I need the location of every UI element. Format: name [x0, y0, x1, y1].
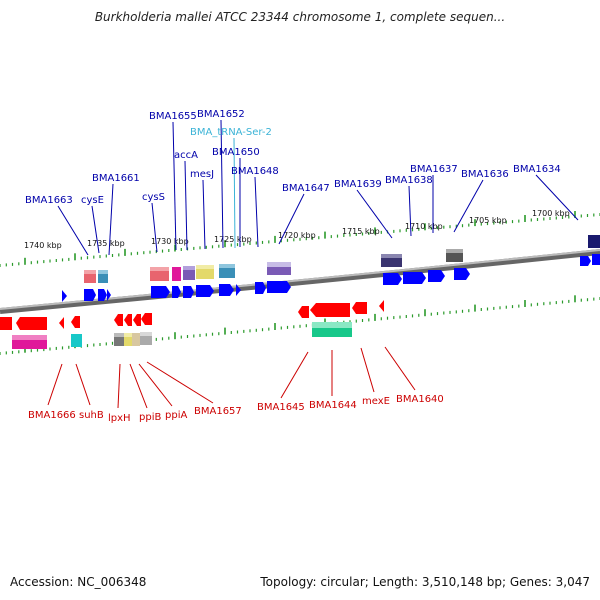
gene-label-forward[interactable]: BMA1661: [92, 173, 140, 184]
gene-label-reverse[interactable]: BMA1657: [194, 406, 242, 417]
gene-label-reverse[interactable]: BMA1666: [28, 410, 76, 421]
ruler-label: 1715 kbp: [342, 227, 380, 236]
gene-label-forward[interactable]: accA: [174, 150, 198, 161]
forward-feature-boxes: [84, 235, 600, 283]
gene-label-forward[interactable]: cysS: [142, 192, 165, 203]
gene-label-forward[interactable]: mesJ: [190, 169, 214, 180]
forward-gene-arrows: [62, 254, 600, 302]
gene-label-reverse[interactable]: mexE: [362, 396, 390, 407]
gene-label-forward[interactable]: BMA1637: [410, 164, 458, 175]
ruler-label: 1730 kbp: [151, 237, 189, 246]
genome-summary-text: Topology: circular; Length: 3,510,148 bp…: [260, 575, 590, 589]
gene-label-forward[interactable]: BMA1663: [25, 195, 73, 206]
gene-label-forward[interactable]: BMA1648: [231, 166, 279, 177]
reverse-feature-boxes: [12, 322, 352, 349]
gene-label-trna[interactable]: BMA_tRNA-Ser-2: [190, 127, 272, 138]
ruler-label: 1725 kbp: [214, 235, 252, 244]
gene-label-reverse[interactable]: suhB: [79, 410, 104, 421]
gene-label-reverse[interactable]: BMA1640: [396, 394, 444, 405]
reverse-gene-arrows: [0, 300, 384, 330]
map-title: Burkholderia mallei ATCC 23344 chromosom…: [94, 10, 506, 24]
ruler-label: 1720 kbp: [278, 231, 316, 240]
gene-label-forward[interactable]: BMA1647: [282, 183, 330, 194]
gene-label-forward[interactable]: BMA1634: [513, 164, 561, 175]
ruler-label: 1705 kbp: [469, 216, 507, 225]
gene-label-reverse[interactable]: lpxH: [108, 413, 131, 424]
gene-label-reverse[interactable]: BMA1645: [257, 402, 305, 413]
gene-label-forward[interactable]: BMA1652: [197, 109, 245, 120]
gene-label-forward[interactable]: BMA1655: [149, 111, 197, 122]
gene-label-forward[interactable]: BMA1638: [385, 175, 433, 186]
gene-label-forward[interactable]: BMA1650: [212, 147, 260, 158]
ruler-ticks-top: [0, 211, 600, 267]
gene-label-forward[interactable]: BMA1636: [461, 169, 509, 180]
gene-label-reverse[interactable]: BMA1644: [309, 400, 357, 411]
gene-label-reverse[interactable]: ppiB: [139, 412, 161, 423]
ruler-label: 1700 kbp: [532, 209, 570, 218]
ruler-label: 1740 kbp: [24, 241, 62, 250]
accession-text: Accession: NC_006348: [10, 575, 147, 589]
gene-label-forward[interactable]: cysE: [81, 195, 104, 206]
ruler-label: 1710 kbp: [405, 222, 443, 231]
gene-label-reverse[interactable]: ppiA: [165, 410, 187, 421]
gene-label-forward[interactable]: BMA1639: [334, 179, 382, 190]
chromosome-backbone: [0, 249, 600, 314]
ruler-label: 1735 kbp: [87, 239, 125, 248]
